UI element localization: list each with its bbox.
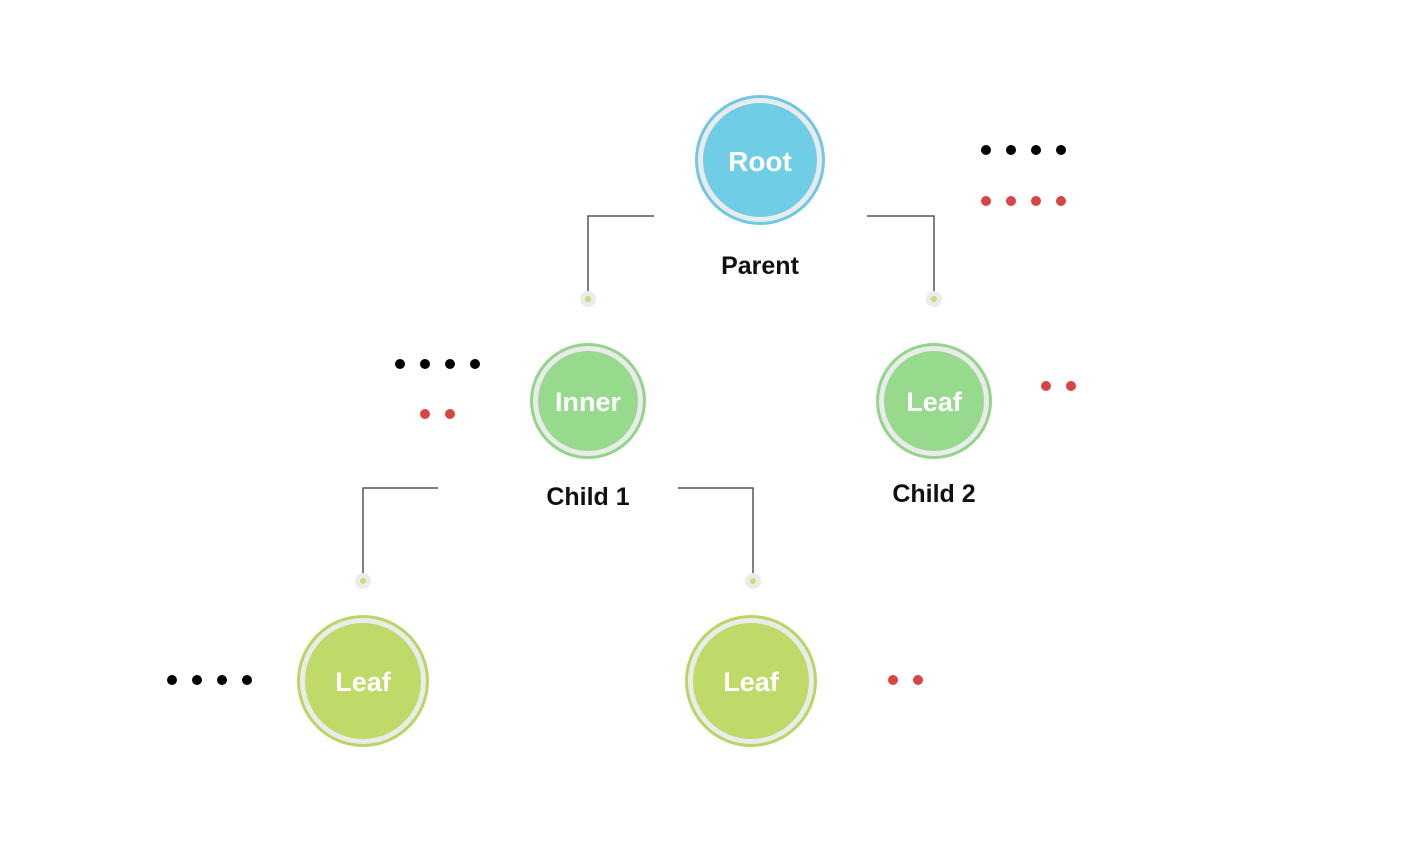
leaf-right-node[interactable]: Leaf xyxy=(876,343,992,459)
root-node-label: Root xyxy=(728,146,792,177)
dots-root-black-dot xyxy=(981,145,991,155)
anchor-inner xyxy=(580,291,596,307)
anchor-leaf-bottom-right xyxy=(745,573,761,589)
dots-root-black-dot xyxy=(1006,145,1016,155)
dots-leaf-bottom-right-red-dot xyxy=(888,675,898,685)
leaf-right-node-label: Leaf xyxy=(906,387,963,417)
dots-inner-black xyxy=(395,359,480,369)
root-caption: Parent xyxy=(721,252,799,280)
dots-leaf-bottom-left-black-dot xyxy=(217,675,227,685)
inner-node-label: Inner xyxy=(555,387,622,417)
leaf-bottom-left-node[interactable]: Leaf xyxy=(297,615,429,747)
dots-leaf-bottom-right-red xyxy=(888,675,923,685)
dots-leaf-right-red-dot xyxy=(1066,381,1076,391)
dots-root-black xyxy=(981,145,1066,155)
dots-root-red-dot xyxy=(981,196,991,206)
dots-leaf-bottom-right-red-dot xyxy=(913,675,923,685)
root-node-fill xyxy=(703,103,817,217)
dots-root-red-dot xyxy=(1056,196,1066,206)
dots-inner-black-dot xyxy=(420,359,430,369)
leaf-bottom-right-node-label: Leaf xyxy=(723,667,780,697)
dots-inner-black-dot xyxy=(395,359,405,369)
dots-leaf-bottom-left-black-dot xyxy=(242,675,252,685)
leaf-bottom-left-node-label: Leaf xyxy=(335,667,392,697)
connectors xyxy=(362,215,935,574)
inner-node-fill xyxy=(538,351,638,451)
leaf-right-node-fill xyxy=(884,351,984,451)
connector-root-leaf xyxy=(867,215,935,292)
dots-inner-black-dot xyxy=(470,359,480,369)
connector-inner-leaf-left xyxy=(362,487,438,574)
leaf-bottom-right-node[interactable]: Leaf xyxy=(685,615,817,747)
anchors xyxy=(355,291,942,589)
connector-inner-leaf-right xyxy=(678,487,754,574)
dots-root-red xyxy=(981,196,1066,206)
dots-inner-black-dot xyxy=(445,359,455,369)
root-node[interactable]: Root xyxy=(695,95,825,225)
leaf-bottom-right-node-fill xyxy=(693,623,809,739)
inner-node[interactable]: Inner xyxy=(530,343,646,459)
dots-root-red-dot xyxy=(1006,196,1016,206)
dots-root-black-dot xyxy=(1031,145,1041,155)
leaf-bottom-left-node-fill xyxy=(305,623,421,739)
dots-leaf-bottom-left-black-dot xyxy=(192,675,202,685)
dots-leaf-bottom-left-black xyxy=(167,675,252,685)
dots-leaf-bottom-left-black-dot xyxy=(167,675,177,685)
dots-root-black-dot xyxy=(1056,145,1066,155)
dots-leaf-right-red xyxy=(1041,381,1076,391)
anchor-leaf-right xyxy=(926,291,942,307)
dots-root-red-dot xyxy=(1031,196,1041,206)
dots-leaf-right-red-dot xyxy=(1041,381,1051,391)
anchor-leaf-bottom-left xyxy=(355,573,371,589)
dots-inner-red xyxy=(420,409,455,419)
inner-caption: Child 1 xyxy=(546,483,629,511)
dots-inner-red-dot xyxy=(445,409,455,419)
leaf-right-caption: Child 2 xyxy=(892,480,975,508)
dots-inner-red-dot xyxy=(420,409,430,419)
connector-root-inner xyxy=(587,215,654,292)
